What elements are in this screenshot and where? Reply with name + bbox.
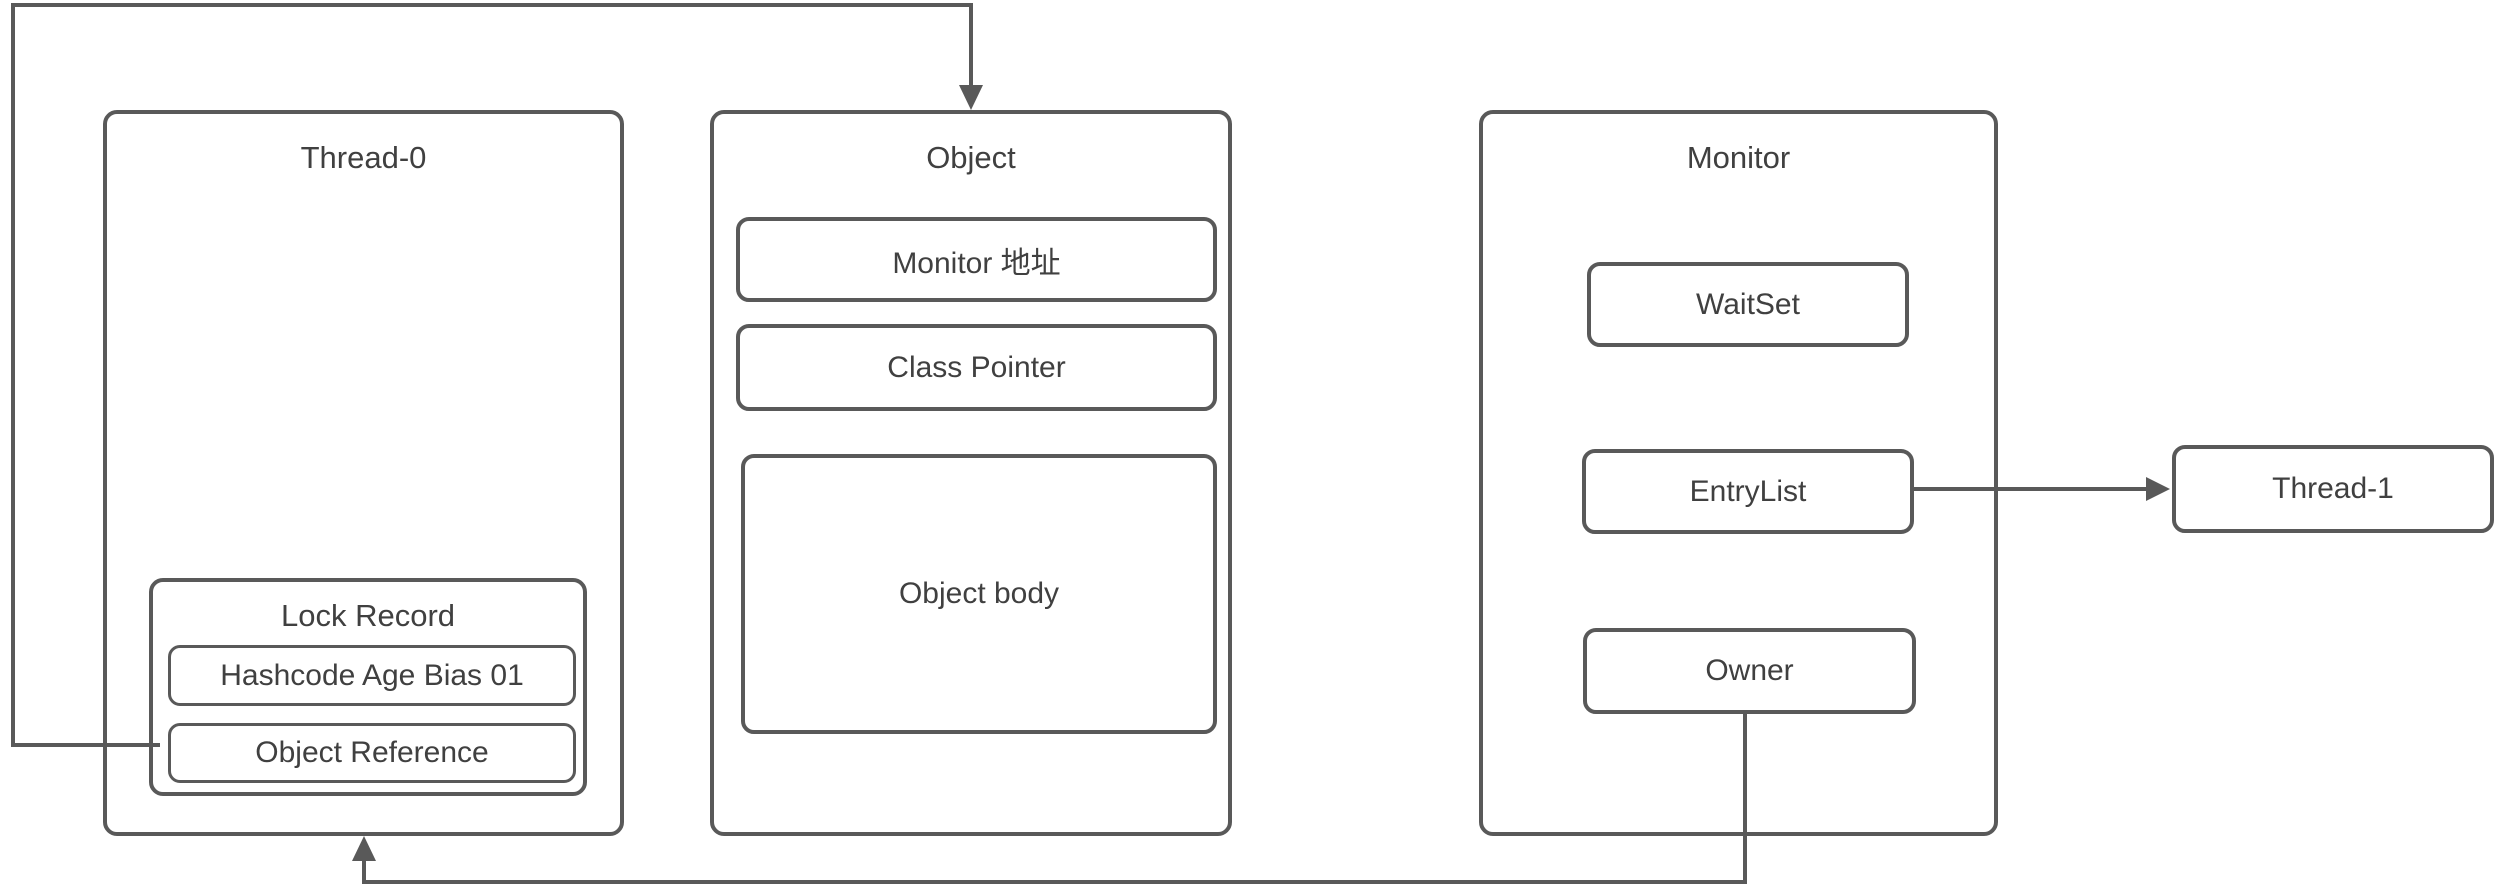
- thread0-box: Thread-0 Lock Record Hashcode Age Bias 0…: [103, 110, 624, 836]
- arrowhead-right-thread1-left: [2146, 477, 2170, 501]
- lock-record-title: Lock Record: [280, 598, 456, 633]
- entrylist-field: EntryList: [1582, 449, 1914, 534]
- lock-record-box: Lock Record Hashcode Age Bias 01 Object …: [149, 578, 587, 796]
- class-pointer-field: Class Pointer: [736, 324, 1217, 411]
- thread1-box: Thread-1: [2172, 445, 2494, 533]
- monitor-box: Monitor WaitSet EntryList Owner: [1479, 110, 1998, 836]
- owner-field: Owner: [1583, 628, 1916, 714]
- object-reference-field: Object Reference: [168, 723, 576, 783]
- hashcode-age-bias-field: Hashcode Age Bias 01: [168, 645, 576, 706]
- monitor-title: Monitor: [1686, 140, 1791, 175]
- arrowhead-up-thread0-bottom: [352, 836, 376, 861]
- object-box: Object Monitor 地址 Class Pointer Object b…: [710, 110, 1232, 836]
- thread0-title: Thread-0: [300, 140, 427, 175]
- waitset-field: WaitSet: [1587, 262, 1909, 347]
- monitor-address-field: Monitor 地址: [736, 217, 1217, 302]
- object-body-field: Object body: [741, 454, 1217, 734]
- arrowhead-down-object-top: [959, 85, 983, 110]
- object-title: Object: [926, 140, 1016, 175]
